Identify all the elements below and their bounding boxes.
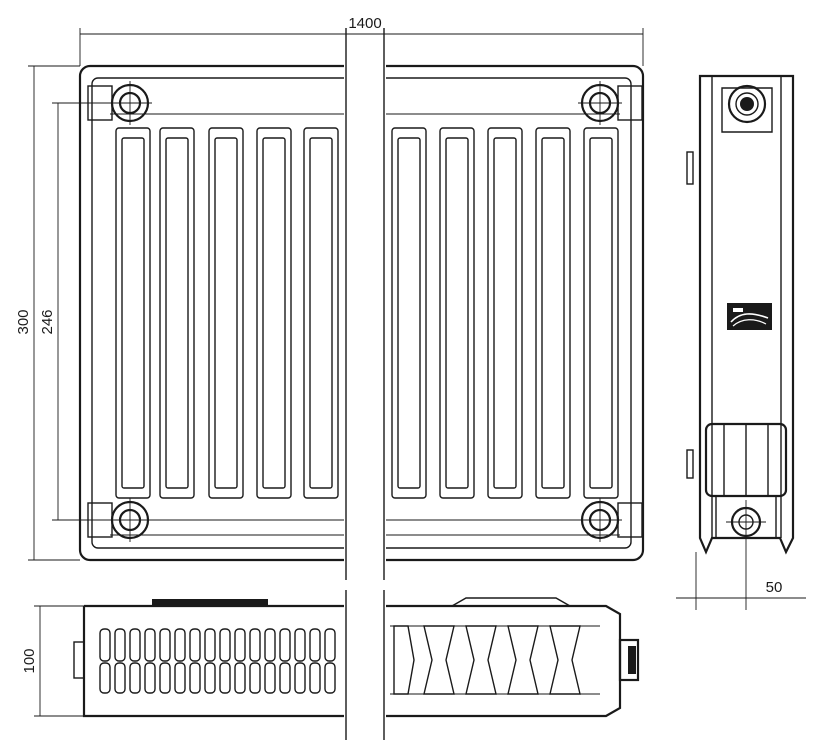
dimension-wall-offset: 50 [676,552,806,610]
convector-fins-right [390,625,600,695]
section-break-lines [345,590,385,740]
top-view-fitting [73,638,640,682]
depth-label: 100 [21,648,38,673]
side-view: 50 [676,74,806,610]
width-label: 1400 [348,15,381,32]
dimension-width: 1400 [79,15,644,66]
brand-logo [727,303,772,330]
dimension-depth: 100 [21,605,84,717]
wall-offset-label: 50 [766,579,783,596]
dimension-connection-spacing: 246 [39,102,108,521]
connection-fittings [87,81,643,542]
front-view: 1400 300 246 [15,15,645,750]
panel-channels [115,127,619,499]
dimension-height: 300 [15,65,80,561]
top-view: 100 [21,597,640,718]
connection-spacing-label: 246 [39,309,56,334]
convector-fins-left [99,628,336,694]
height-label: 300 [15,309,32,334]
